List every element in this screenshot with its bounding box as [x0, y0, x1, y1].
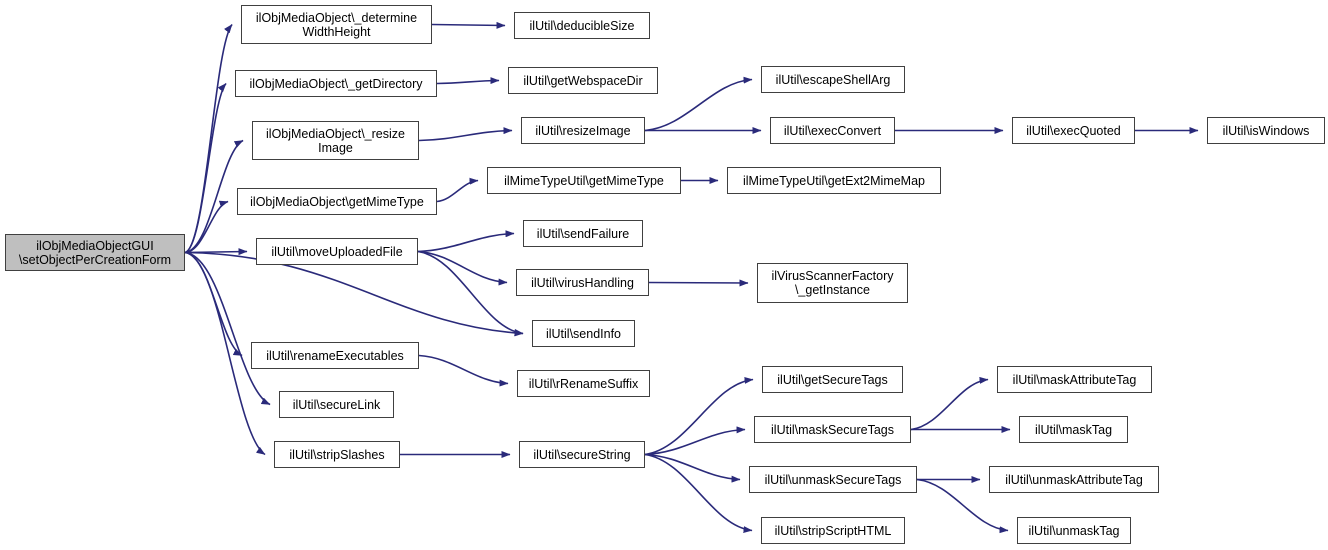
graph-edge-root-to-stripSlashes — [184, 251, 266, 456]
graph-edge-root-to-renameExec — [184, 251, 243, 357]
graph-node-label: ilUtil\isWindows — [1222, 123, 1310, 138]
graph-node-renameExec[interactable]: ilUtil\renameExecutables — [251, 342, 419, 369]
graph-node-stripSlashes[interactable]: ilUtil\stripSlashes — [274, 441, 400, 468]
graph-edge-secureString-to-unmaskSecureTags — [644, 453, 741, 483]
graph-node-label: ilMimeTypeUtil\getExt2MimeMap — [743, 173, 925, 188]
graph-node-label: ilUtil\secureString — [533, 447, 631, 462]
graph-node-label: ilUtil\sendInfo — [545, 326, 622, 341]
graph-node-label: ilUtil\execQuoted — [1026, 123, 1121, 138]
graph-node-maskTag[interactable]: ilUtil\maskTag — [1019, 416, 1128, 443]
graph-node-getMimeType[interactable]: ilMimeTypeUtil\getMimeType — [487, 167, 681, 194]
graph-node-resizeImageMO[interactable]: ilObjMediaObject\_resize Image — [252, 121, 419, 160]
graph-edge-root-to-resizeImageMO — [184, 139, 244, 254]
graph-node-label: ilUtil\unmaskAttributeTag — [1005, 472, 1143, 487]
graph-node-label: ilUtil\maskAttributeTag — [1012, 372, 1137, 387]
graph-node-label: ilUtil\getSecureTags — [777, 372, 888, 387]
graph-node-sendFailure[interactable]: ilUtil\sendFailure — [523, 220, 643, 247]
graph-node-escapeShellArg[interactable]: ilUtil\escapeShellArg — [761, 66, 905, 93]
graph-node-label: ilUtil\resizeImage — [535, 123, 631, 138]
graph-node-virusFactory[interactable]: ilVirusScannerFactory \_getInstance — [757, 263, 908, 303]
graph-node-unmaskSecureTags[interactable]: ilUtil\unmaskSecureTags — [749, 466, 917, 493]
graph-node-unmaskAttrTag[interactable]: ilUtil\unmaskAttributeTag — [989, 466, 1159, 493]
graph-node-root[interactable]: ilObjMediaObjectGUI \setObjectPerCreatio… — [5, 234, 185, 271]
graph-node-isWindows[interactable]: ilUtil\isWindows — [1207, 117, 1325, 144]
graph-node-resizeImage[interactable]: ilUtil\resizeImage — [521, 117, 645, 144]
graph-node-label: ilUtil\stripSlashes — [289, 447, 385, 462]
graph-edge-moveUploadedFile-to-sendFailure — [417, 230, 515, 253]
graph-node-label: ilObjMediaObject\_getDirectory — [249, 76, 423, 91]
graph-node-getExt2MimeMap[interactable]: ilMimeTypeUtil\getExt2MimeMap — [727, 167, 941, 194]
graph-node-sendInfo[interactable]: ilUtil\sendInfo — [532, 320, 635, 347]
graph-edge-virusHandling-to-virusFactory — [648, 279, 749, 287]
graph-node-rRenameSuffix[interactable]: ilUtil\rRenameSuffix — [517, 370, 650, 397]
graph-edge-moveUploadedFile-to-virusHandling — [417, 250, 508, 286]
graph-node-label: ilMimeTypeUtil\getMimeType — [504, 173, 664, 188]
graph-node-label: ilUtil\virusHandling — [531, 275, 634, 290]
graph-edge-root-to-secureLink — [184, 251, 271, 406]
graph-edge-root-to-getDirectory — [184, 82, 227, 254]
graph-node-getMimeTypeMO[interactable]: ilObjMediaObject\getMimeType — [237, 188, 437, 215]
graph-node-label: ilUtil\unmaskTag — [1028, 523, 1120, 538]
graph-edge-determineWH-to-deducibleSize — [431, 21, 506, 29]
graph-edge-renameExec-to-rRenameSuffix — [418, 354, 509, 387]
graph-node-maskAttributeTag[interactable]: ilUtil\maskAttributeTag — [997, 366, 1152, 393]
graph-node-execConvert[interactable]: ilUtil\execConvert — [770, 117, 895, 144]
graph-edge-moveUploadedFile-to-sendInfo — [417, 250, 524, 336]
graph-node-getSecureTags[interactable]: ilUtil\getSecureTags — [762, 366, 903, 393]
graph-edge-resizeImageMO-to-resizeImage — [418, 127, 513, 142]
graph-edge-getMimeTypeMO-to-getMimeType — [436, 177, 479, 203]
graph-node-label: ilUtil\getWebspaceDir — [523, 73, 643, 88]
graph-edge-root-to-getMimeTypeMO — [184, 200, 229, 254]
graph-node-stripScriptHTML[interactable]: ilUtil\stripScriptHTML — [761, 517, 905, 544]
graph-node-label: ilUtil\escapeShellArg — [775, 72, 891, 87]
graph-node-label: ilUtil\maskTag — [1034, 422, 1113, 437]
graph-node-label: ilUtil\unmaskSecureTags — [764, 472, 902, 487]
graph-node-label: ilVirusScannerFactory \_getInstance — [771, 269, 894, 297]
graph-edge-secureString-to-getSecureTags — [644, 376, 754, 456]
graph-node-determineWH[interactable]: ilObjMediaObject\_determine WidthHeight — [241, 5, 432, 44]
graph-node-label: ilUtil\renameExecutables — [266, 348, 404, 363]
graph-node-label: ilUtil\sendFailure — [536, 226, 630, 241]
graph-node-label: ilUtil\moveUploadedFile — [271, 244, 403, 259]
graph-node-label: ilUtil\rRenameSuffix — [528, 376, 639, 391]
graph-node-deducibleSize[interactable]: ilUtil\deducibleSize — [514, 12, 650, 39]
graph-node-label: ilUtil\deducibleSize — [529, 18, 635, 33]
graph-node-getDirectory[interactable]: ilObjMediaObject\_getDirectory — [235, 70, 437, 97]
graph-node-moveUploadedFile[interactable]: ilUtil\moveUploadedFile — [256, 238, 418, 265]
graph-node-execQuoted[interactable]: ilUtil\execQuoted — [1012, 117, 1135, 144]
graph-edge-secureString-to-maskSecureTags — [644, 426, 746, 456]
graph-node-unmaskTag[interactable]: ilUtil\unmaskTag — [1017, 517, 1131, 544]
graph-node-getWebspaceDir[interactable]: ilUtil\getWebspaceDir — [508, 67, 658, 94]
graph-node-label: ilObjMediaObjectGUI \setObjectPerCreatio… — [18, 238, 172, 267]
graph-node-label: ilObjMediaObject\getMimeType — [250, 194, 424, 209]
graph-node-label: ilObjMediaObject\_resize Image — [266, 126, 405, 155]
graph-edge-getDirectory-to-getWebspaceDir — [436, 77, 500, 85]
graph-node-secureString[interactable]: ilUtil\secureString — [519, 441, 645, 468]
graph-node-label: ilUtil\execConvert — [783, 123, 882, 138]
graph-node-virusHandling[interactable]: ilUtil\virusHandling — [516, 269, 649, 296]
graph-node-secureLink[interactable]: ilUtil\secureLink — [279, 391, 394, 418]
graph-edge-secureString-to-stripScriptHTML — [644, 453, 753, 534]
graph-node-label: ilObjMediaObject\_determine WidthHeight — [255, 10, 418, 39]
graph-node-label: ilUtil\secureLink — [292, 397, 381, 412]
graph-edge-resizeImage-to-escapeShellArg — [644, 76, 753, 132]
graph-node-maskSecureTags[interactable]: ilUtil\maskSecureTags — [754, 416, 911, 443]
graph-node-label: ilUtil\stripScriptHTML — [774, 523, 892, 538]
graph-edge-unmaskSecureTags-to-unmaskTag — [916, 478, 1009, 534]
graph-edge-maskSecureTags-to-maskAttributeTag — [910, 376, 989, 431]
graph-edge-root-to-sendInfo — [184, 251, 524, 337]
graph-node-label: ilUtil\maskSecureTags — [771, 422, 894, 437]
